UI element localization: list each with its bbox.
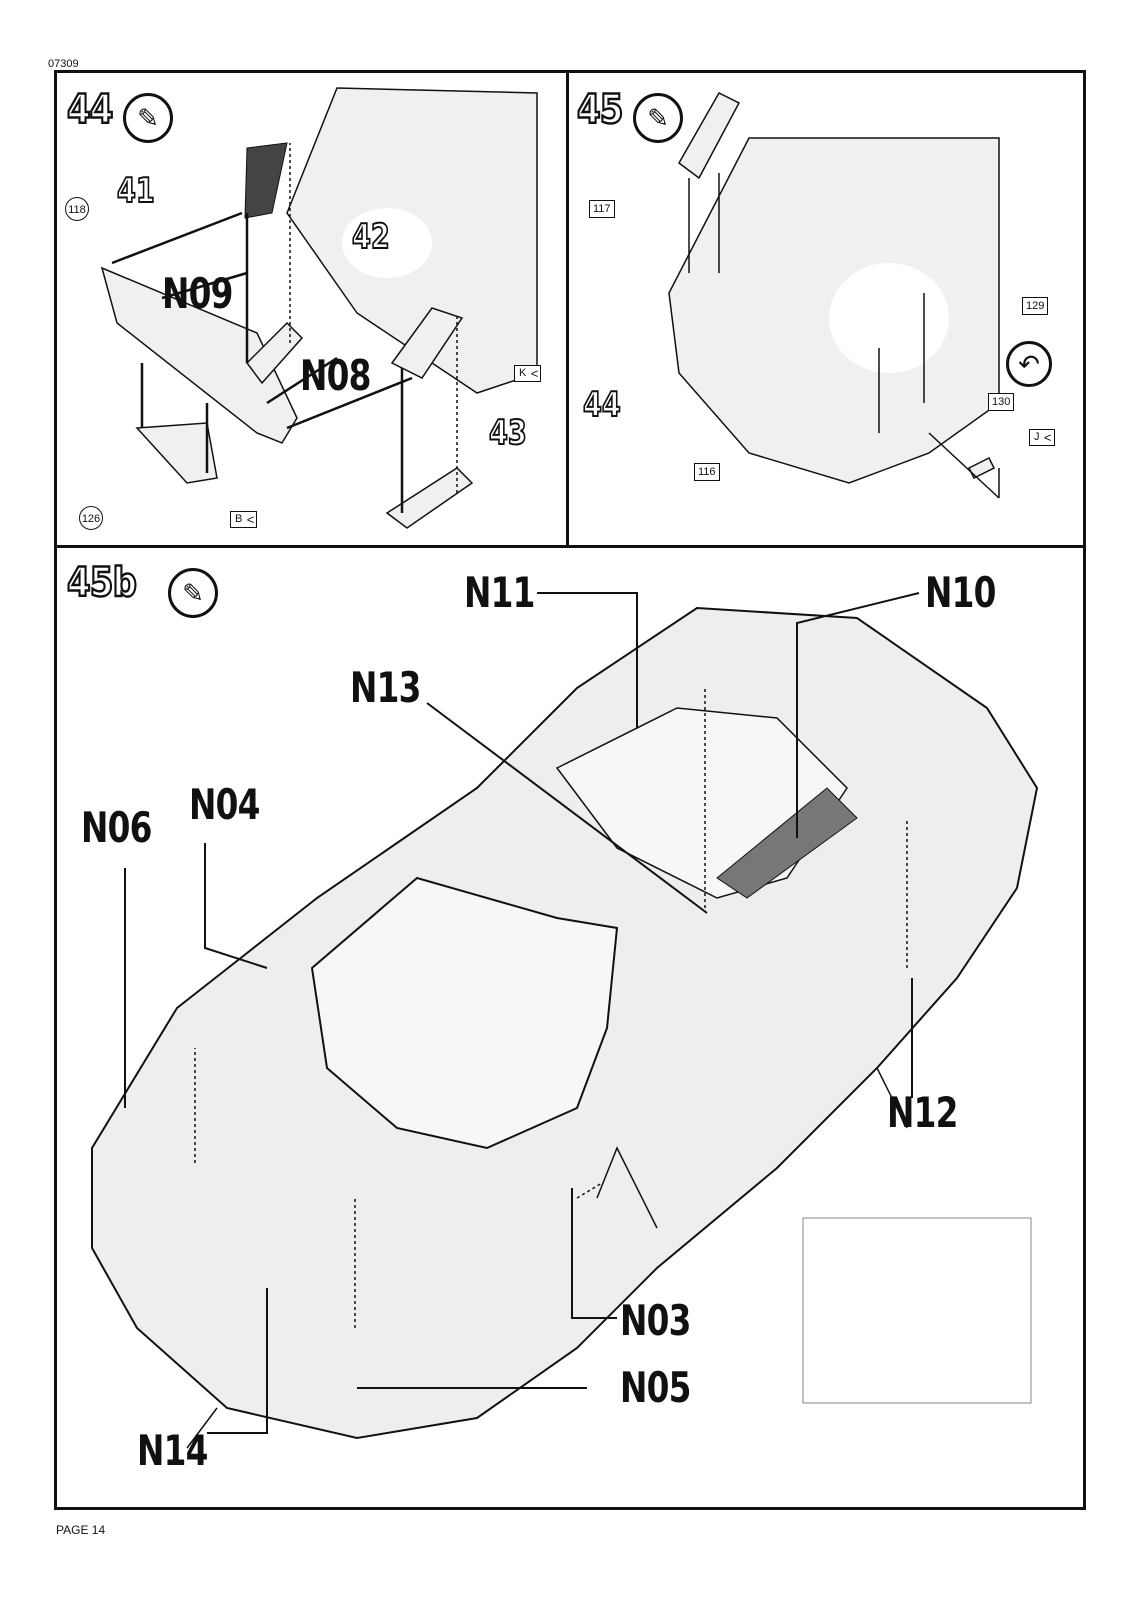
decal-label: N14 xyxy=(137,1426,208,1475)
instruction-frame xyxy=(54,70,1086,1510)
step-44-drawing xyxy=(100,87,538,529)
part-number: 43 xyxy=(488,412,527,454)
step-44-panel: 44 ✎ 41 42 43 N09 N08 118 126 K B xyxy=(57,73,566,545)
panel-divider-vertical xyxy=(566,70,569,548)
rotate-arrow-icon: ↶ xyxy=(1006,341,1052,387)
page-number: PAGE 14 xyxy=(56,1523,106,1537)
part-reference: 126 xyxy=(79,506,103,530)
step-number: 45 xyxy=(576,86,625,135)
decal-label: N12 xyxy=(887,1088,958,1137)
decal-label: N08 xyxy=(300,351,371,400)
step-number: 44 xyxy=(66,86,115,135)
part-reference: 116 xyxy=(694,463,720,481)
decal-label: N05 xyxy=(620,1363,691,1412)
part-reference: 117 xyxy=(589,200,615,218)
sprue-reference: J xyxy=(1029,429,1055,446)
decal-label: N09 xyxy=(162,269,233,318)
panel-divider-horizontal xyxy=(54,545,1086,548)
part-number: 41 xyxy=(116,170,155,212)
part-number: 44 xyxy=(582,384,621,426)
step-number: 45b xyxy=(66,559,138,608)
decal-label: N03 xyxy=(620,1296,691,1345)
sprue-reference: K xyxy=(514,365,542,382)
decal-label: N06 xyxy=(81,803,152,852)
part-number: 42 xyxy=(351,216,390,258)
glue-tube-icon: ✎ xyxy=(123,93,173,143)
decal-label: N13 xyxy=(350,663,421,712)
glue-tube-icon: ✎ xyxy=(168,568,218,618)
decal-label: N04 xyxy=(189,780,260,829)
decal-label: N10 xyxy=(925,568,996,617)
part-reference: 118 xyxy=(65,197,89,221)
part-reference: 130 xyxy=(988,393,1015,411)
step-45-panel: 45 ✎ 44 117 116 129 130 J ↶ xyxy=(569,73,1083,545)
decal-label: N11 xyxy=(464,568,535,617)
step-45-drawing xyxy=(668,92,1000,499)
sprue-reference: B xyxy=(230,511,258,528)
step-45b-panel: 45b ✎ N11 N10 N13 N06 N04 N12 N03 N05 N1… xyxy=(57,548,1083,1507)
glue-tube-icon: ✎ xyxy=(633,93,683,143)
step-45b-car-drawing xyxy=(91,592,1039,1449)
document-code: 07309 xyxy=(48,58,79,70)
part-reference: 129 xyxy=(1022,297,1049,315)
